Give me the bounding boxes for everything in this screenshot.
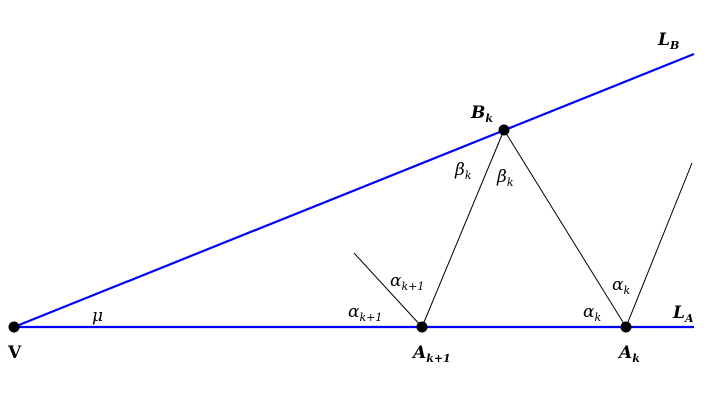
point-v: [8, 321, 20, 333]
label-point-bk: Bk: [470, 103, 493, 125]
label-line-a: LA: [672, 303, 694, 325]
segment-ak1-bk: [421, 129, 505, 328]
angle-beta-left: βk: [454, 160, 472, 182]
angle-beta-right: βk: [496, 167, 514, 189]
point-bk: [498, 124, 510, 136]
point-ak1: [416, 321, 428, 333]
label-point-ak: Ak: [617, 343, 640, 365]
label-point-v: V: [7, 343, 22, 363]
label-point-ak1: Ak+1: [411, 343, 451, 365]
label-line-b: LB: [657, 30, 679, 52]
angle-alpha-k-base: αk: [583, 302, 601, 324]
angle-alpha-k-top: αk: [612, 275, 630, 297]
angle-mu: μ: [92, 306, 103, 326]
angle-alpha-k1-top: αk+1: [390, 271, 424, 293]
outgoing-ray-ak: [625, 162, 693, 328]
incoming-ray-ak1: [353, 252, 423, 328]
angle-alpha-k1-base: αk+1: [348, 302, 382, 324]
point-ak: [620, 321, 632, 333]
line-lb: [13, 52, 695, 329]
segment-bk-ak: [503, 129, 627, 328]
